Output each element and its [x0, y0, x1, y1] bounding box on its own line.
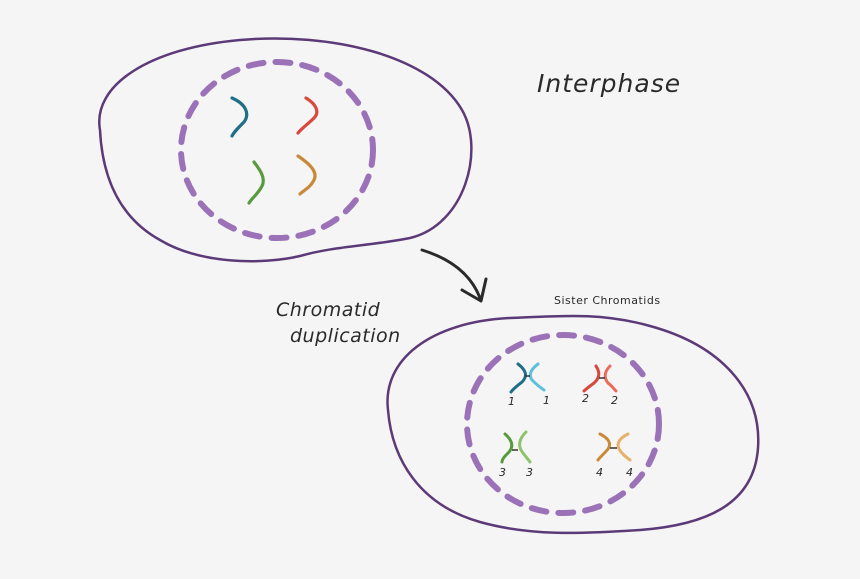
chromatid-2a	[582, 364, 601, 393]
transition-arrow	[420, 248, 482, 300]
chromosome-2	[296, 96, 319, 135]
sister-chromatid-pair-1	[509, 362, 546, 394]
chromatid-4a	[596, 432, 612, 462]
chromatid-1b	[528, 362, 546, 392]
sister-chromatids-label: Sister Chromatids	[554, 294, 661, 307]
chromatid-2b	[603, 364, 618, 393]
chromatid-1a	[509, 362, 527, 394]
chromosome-number: 4	[596, 466, 603, 479]
chromosome-number: 3	[526, 466, 533, 479]
cell-membrane-duplicated	[386, 314, 760, 535]
chromosome-number: 2	[611, 394, 618, 407]
transition-arrow-head	[460, 277, 488, 303]
sister-chromatid-pair-3	[500, 430, 532, 464]
sister-chromatid-pair-4	[596, 432, 632, 462]
chromosome-number: 4	[626, 466, 633, 479]
chromosome-number: 2	[582, 392, 589, 405]
chromatid-3b	[518, 430, 532, 464]
chromosome-4	[296, 154, 317, 196]
cell-membrane-interphase	[98, 37, 473, 263]
chromosome-3	[247, 160, 265, 205]
chromatid-3a	[500, 432, 514, 464]
nuclear-envelope-duplicated	[464, 332, 662, 516]
chromatid-duplication-label-line2: duplication	[290, 325, 401, 347]
chromosome-number: 3	[499, 466, 506, 479]
chromosome-number: 1	[508, 395, 515, 408]
chromosome-1	[230, 96, 249, 138]
interphase-label: Interphase	[537, 69, 681, 98]
chromatid-4b	[616, 432, 632, 462]
sister-chromatid-pair-2	[582, 364, 618, 393]
chromatid-duplication-label-line1: Chromatid	[276, 299, 381, 321]
nuclear-envelope-interphase	[178, 59, 376, 241]
chromosome-number: 1	[543, 394, 550, 407]
